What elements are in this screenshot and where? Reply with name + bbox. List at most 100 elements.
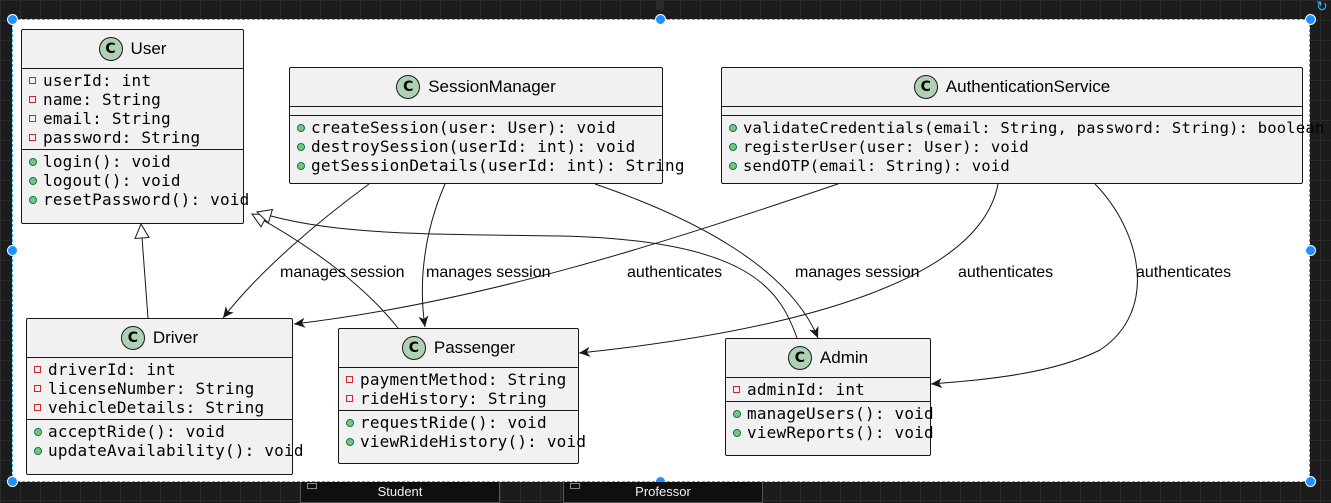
class-driver-name: Driver [152,328,199,347]
resize-handle-left[interactable] [7,245,18,256]
method-row: createSession(user: User): void [290,118,662,137]
method-row: acceptRide(): void [27,422,292,441]
resize-handle-right[interactable] [1305,245,1316,256]
attribute-row: name: String [22,90,243,109]
attribute-row: email: String [22,109,243,128]
class-driver[interactable]: C Driver driverId: int licenseNumber: St… [26,318,303,475]
class-icon: C [913,75,938,99]
private-visibility-icon [29,77,36,84]
class-passenger-methods: requestRide(): void viewRideHistory(): v… [339,411,586,453]
private-visibility-icon [346,376,353,383]
bottom-tab-professor-label: Professor [635,484,691,499]
class-admin-methods: manageUsers(): void viewReports(): void [726,402,934,444]
public-visibility-icon [733,409,741,418]
top-ruler-mark [656,0,664,10]
inherit-driver-user [141,224,148,319]
private-visibility-icon [29,96,36,103]
edge-auth-passenger [578,183,999,357]
method-row: requestRide(): void [339,413,578,432]
attribute-row: password: String [22,128,243,147]
edge-sm-driver [222,183,370,319]
method-row: logout(): void [22,171,243,190]
private-visibility-icon [346,395,353,402]
public-visibility-icon [29,176,37,185]
class-driver-attributes: driverId: int licenseNumber: String vehi… [27,358,292,420]
method-row: resetPassword(): void [22,190,249,209]
class-user[interactable]: C User userId: int name: String email: S… [21,29,249,224]
class-user-header: C User [22,30,243,69]
class-user-name: User [130,39,167,58]
class-authentication-service-attributes [722,107,1302,116]
tab-marker-icon [570,483,580,489]
method-row: getSessionDetails(userId: int): String [290,156,684,175]
public-visibility-icon [29,195,37,204]
attribute-row: licenseNumber: String [27,379,292,398]
resize-handle-top-left[interactable] [7,14,18,25]
private-visibility-icon [733,386,740,393]
public-visibility-icon [346,437,354,446]
private-visibility-icon [34,385,41,392]
class-driver-methods: acceptRide(): void updateAvailability():… [27,420,303,462]
method-row: viewReports(): void [726,423,934,442]
bottom-tab-student[interactable]: Student [300,482,500,503]
attribute-row: userId: int [22,71,243,90]
private-visibility-icon [29,115,36,122]
edge-sm-admin [594,183,819,339]
public-visibility-icon [297,161,305,170]
class-driver-header: C Driver [27,319,292,358]
public-visibility-icon [729,123,737,132]
class-admin-attributes: adminId: int [726,378,930,402]
public-visibility-icon [733,428,741,437]
edge-label-auth-admin: authenticates [1136,264,1232,281]
edge-label-sm-passenger: manages session [426,264,551,281]
private-visibility-icon [29,134,36,141]
class-authentication-service-methods: validateCredentials(email: String, passw… [722,116,1324,177]
attribute-row: paymentMethod: String [339,370,578,389]
method-row: sendOTP(email: String): void [722,156,1302,175]
attribute-row: vehicleDetails: String [27,398,292,417]
method-row: viewRideHistory(): void [339,432,586,451]
class-admin[interactable]: C Admin adminId: int manageUsers(): void… [725,338,934,456]
inherit-admin-user [257,212,798,339]
resize-handle-bottom-left[interactable] [7,476,18,487]
class-passenger[interactable]: C Passenger paymentMethod: String rideHi… [338,328,586,464]
class-icon: C [787,346,812,370]
edge-label-auth-passenger: authenticates [958,264,1054,281]
class-passenger-attributes: paymentMethod: String rideHistory: Strin… [339,368,578,411]
edge-label-sm-driver: manages session [280,264,405,281]
method-row: destroySession(userId: int): void [290,137,662,156]
attribute-row: rideHistory: String [339,389,578,408]
resize-handle-top-right[interactable] [1305,14,1316,25]
resize-handle-top[interactable] [655,14,666,25]
rotate-icon[interactable]: ↻ [1316,0,1328,15]
public-visibility-icon [297,123,305,132]
class-authentication-service[interactable]: C AuthenticationService validateCredenti… [721,67,1324,184]
tab-marker-icon [307,483,317,489]
class-passenger-header: C Passenger [339,329,578,368]
public-visibility-icon [729,161,737,170]
class-authentication-service-name: AuthenticationService [945,77,1111,96]
private-visibility-icon [34,404,41,411]
method-row: manageUsers(): void [726,404,934,423]
public-visibility-icon [729,142,737,151]
class-session-manager[interactable]: C SessionManager createSession(user: Use… [289,67,684,184]
class-icon: C [401,336,426,360]
class-session-manager-attributes [290,107,662,116]
public-visibility-icon [29,157,37,166]
class-admin-name: Admin [819,348,869,367]
attribute-row: adminId: int [726,380,930,399]
resize-handle-bottom-right[interactable] [1305,476,1316,487]
method-row: validateCredentials(email: String, passw… [722,118,1324,137]
class-user-methods: login(): void logout(): void resetPasswo… [22,150,249,211]
public-visibility-icon [346,418,354,427]
private-visibility-icon [34,366,41,373]
edge-label-auth-driver: authenticates [627,264,723,281]
class-user-attributes: userId: int name: String email: String p… [22,69,243,150]
bottom-tab-student-label: Student [377,484,423,499]
bottom-tab-professor[interactable]: Professor [563,482,763,503]
class-admin-header: C Admin [726,339,930,378]
class-icon: C [396,75,421,99]
class-icon: C [120,326,145,350]
method-row: login(): void [22,152,243,171]
